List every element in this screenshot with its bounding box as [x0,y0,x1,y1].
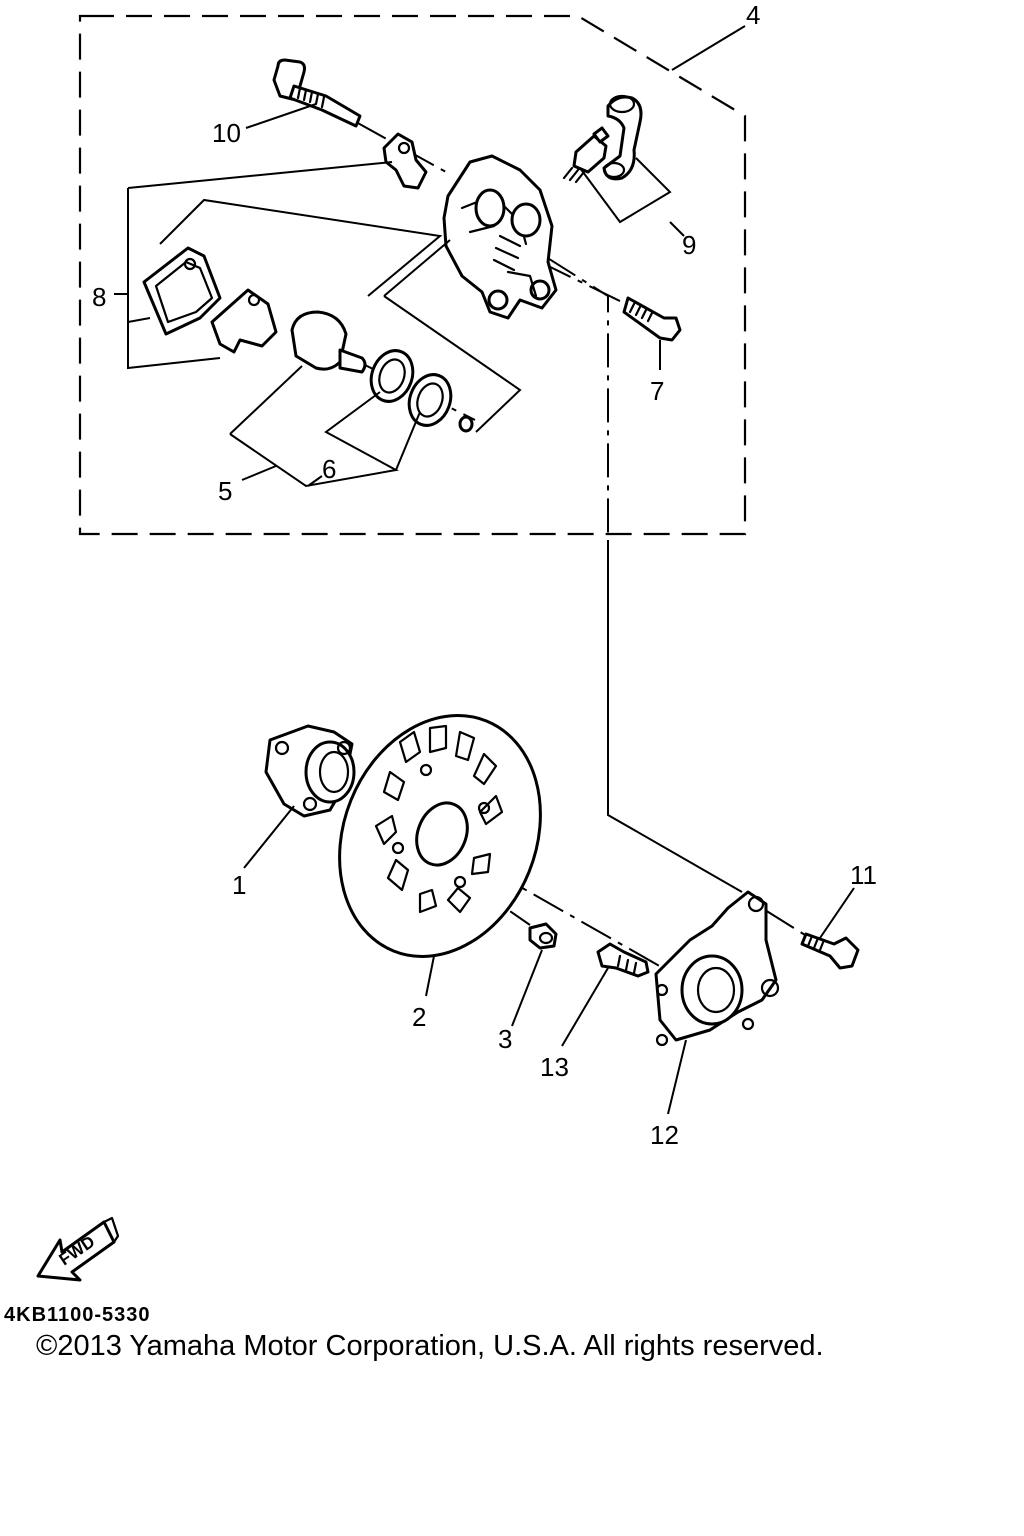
diagram-part-code: 4KB1100-5330 [4,1304,151,1326]
callout-1: 1 [232,870,246,900]
callout-3: 3 [498,1024,512,1054]
callout-8: 8 [92,282,106,312]
brake-hub-part-1 [264,724,356,818]
bolt-10-axis [355,121,447,173]
callout-labels: 4 10 8 9 7 6 5 1 11 2 3 13 12 [92,0,877,1150]
piston-seal-part-6 [369,349,453,427]
bracket-bolt-part-13 [596,942,650,978]
callout-9: 9 [682,230,696,260]
bolt-part-7 [622,296,682,342]
brake-pad-outer-part-8 [142,246,222,336]
o-ring [458,415,474,433]
brake-pad-inner-part-8 [210,288,278,354]
callout-4: 4 [746,0,760,30]
callout-5: 5 [218,476,232,506]
piston-part-5 [290,310,367,374]
leader-lines [114,25,855,1115]
callout-6: 6 [322,454,336,484]
bolt-part-11 [800,932,860,970]
callout-10: 10 [212,118,241,148]
copyright-notice: ©2013 Yamaha Motor Corporation, U.S.A. A… [36,1330,824,1362]
caliper-bracket-part-12 [654,890,780,1047]
caliper-assembly-boundary [78,14,747,536]
callout-7: 7 [650,376,664,406]
caliper-pin-bolt-part-10 [272,58,362,128]
callout-2: 2 [412,1002,426,1032]
bleed-screw-part-9 [562,126,610,184]
bolt-7-axis [539,261,629,306]
disc-slots [374,724,504,914]
fwd-arrow-icon: FWD [36,1216,120,1282]
callout-11: 11 [850,860,877,890]
brake-disc-part-2 [338,714,542,958]
bolt-11-axis [764,909,806,936]
bleed-cap-part-9 [602,94,643,181]
caliper-body [442,154,558,320]
pad-clip [382,132,428,190]
callout-13: 13 [540,1052,569,1082]
caliper-to-bracket-line [607,540,743,893]
callout-12: 12 [650,1120,679,1150]
disc-bolt-part-3 [528,922,558,950]
